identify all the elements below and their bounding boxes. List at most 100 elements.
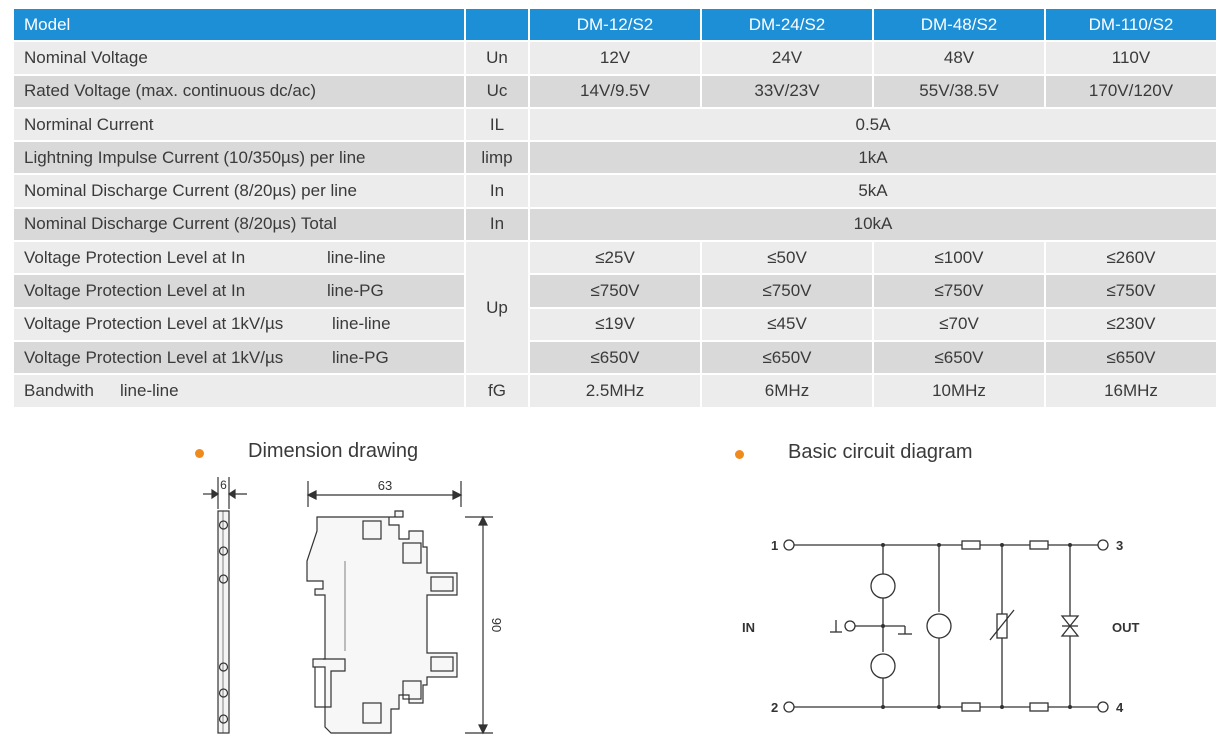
arrowhead	[478, 724, 488, 735]
din-clip	[314, 658, 346, 708]
row-value: 2.5MHz	[530, 375, 700, 407]
detail-box	[430, 576, 454, 592]
terminal-2	[783, 701, 795, 713]
row-label: Nominal Discharge Current (8/20µs) Total	[14, 208, 464, 241]
bullet-icon	[735, 450, 744, 459]
tvs-diode-icon	[1060, 624, 1080, 637]
junction-dot	[881, 705, 885, 709]
terminal-3	[1097, 539, 1109, 551]
table-row: Norminal Current IL 0.5A	[14, 108, 1216, 141]
gas-discharge-tube-icon	[870, 573, 896, 599]
detail-box	[402, 680, 422, 700]
row-label-main: Voltage Protection Level at 1kV/µs	[24, 347, 284, 367]
row-value: 16MHz	[1046, 375, 1216, 407]
screw-terminal	[218, 574, 229, 584]
row-value: ≤45V	[702, 308, 872, 340]
detail-box	[362, 520, 382, 540]
width-label: 6	[220, 478, 227, 492]
arrowhead	[306, 490, 317, 500]
row-label-main: Voltage Protection Level at In	[24, 247, 246, 267]
varistor-icon	[989, 609, 1015, 641]
tvs-diode-icon	[1060, 615, 1080, 628]
row-label: Bandwith line-line	[14, 375, 464, 407]
terminal-4	[1097, 701, 1109, 713]
junction-dot	[937, 543, 941, 547]
row-value: 0.5A	[530, 108, 1216, 141]
row-value: ≤750V	[530, 275, 700, 307]
row-symbol: IL	[466, 108, 528, 141]
screw-terminal	[218, 688, 229, 698]
circuit-diagram: 1 2 3 4 IN OUT	[742, 538, 1140, 715]
row-label-main: Voltage Protection Level at 1kV/µs	[24, 314, 284, 334]
row-value: 10kA	[530, 208, 1216, 241]
row-value: ≤100V	[874, 242, 1044, 274]
resistor-icon	[961, 540, 981, 550]
row-value: ≤750V	[702, 275, 872, 307]
pin-4-label: 4	[1116, 700, 1124, 715]
resistor-icon	[1029, 702, 1049, 712]
row-value: ≤650V	[1046, 341, 1216, 374]
detail-box	[402, 542, 422, 564]
row-label-sub: line-line	[120, 380, 179, 400]
row-label-main: Bandwith	[24, 380, 94, 400]
junction-dot	[881, 624, 885, 628]
row-symbol: Un	[466, 42, 528, 74]
row-value: ≤650V	[530, 341, 700, 374]
arrowhead	[211, 488, 220, 500]
screw-terminal	[218, 546, 229, 556]
row-label: Norminal Current	[14, 108, 464, 141]
row-value: 12V	[530, 42, 700, 74]
junction-dot	[1068, 543, 1072, 547]
row-value: 24V	[702, 42, 872, 74]
bullet-icon	[195, 449, 204, 458]
junction-dot	[1000, 705, 1004, 709]
header-model-2: DM-24/S2	[702, 9, 872, 41]
detail-box	[362, 702, 382, 724]
front-profile	[306, 510, 458, 734]
dimension-drawing-title: Dimension drawing	[248, 440, 419, 462]
dimension-drawing: 6 63 90	[203, 477, 504, 735]
row-value: 48V	[874, 42, 1044, 74]
table-header-row: Model DM-12/S2 DM-24/S2 DM-48/S2 DM-110/…	[14, 9, 1216, 41]
header-model-4: DM-110/S2	[1046, 9, 1216, 41]
screw-terminal	[218, 520, 229, 530]
table-row: Voltage Protection Level at In line-PG ≤7…	[14, 275, 1216, 307]
row-symbol: Uc	[466, 75, 528, 107]
row-symbol: In	[466, 175, 528, 207]
arrowhead	[227, 488, 236, 500]
pin-2-label: 2	[771, 700, 778, 715]
row-label-sub: line-PG	[332, 347, 389, 367]
row-label: Voltage Protection Level at In line-line	[14, 242, 464, 274]
junction-dot	[1068, 705, 1072, 709]
row-value: 5kA	[530, 175, 1216, 207]
row-label-sub: line-line	[327, 247, 386, 267]
pin-3-label: 3	[1116, 538, 1123, 553]
row-value: ≤70V	[874, 308, 1044, 340]
row-label: Nominal Voltage	[14, 42, 464, 74]
gas-discharge-tube-icon	[870, 653, 896, 679]
row-label: Rated Voltage (max. continuous dc/ac)	[14, 75, 464, 107]
gas-discharge-tube-icon	[926, 613, 952, 639]
row-value: 170V/120V	[1046, 75, 1216, 107]
table-row: Nominal Voltage Un 12V 24V 48V 110V	[14, 42, 1216, 74]
terminal-1	[783, 539, 795, 551]
row-value: 33V/23V	[702, 75, 872, 107]
row-value: 10MHz	[874, 375, 1044, 407]
row-value: 6MHz	[702, 375, 872, 407]
row-label: Nominal Discharge Current (8/20µs) per l…	[14, 175, 464, 207]
header-model-1: DM-12/S2	[530, 9, 700, 41]
spec-table: Model DM-12/S2 DM-24/S2 DM-48/S2 DM-110/…	[12, 7, 1218, 409]
row-label-main: Voltage Protection Level at In	[24, 281, 246, 301]
row-value: ≤650V	[874, 341, 1044, 374]
in-label: IN	[742, 620, 755, 635]
side-view-body	[217, 510, 230, 734]
header-symbol	[466, 9, 528, 41]
row-symbol: In	[466, 208, 528, 241]
height-label: 90	[489, 618, 504, 632]
row-label-sub: line-PG	[327, 281, 384, 301]
row-value: ≤650V	[702, 341, 872, 374]
row-value: 1kA	[530, 142, 1216, 174]
